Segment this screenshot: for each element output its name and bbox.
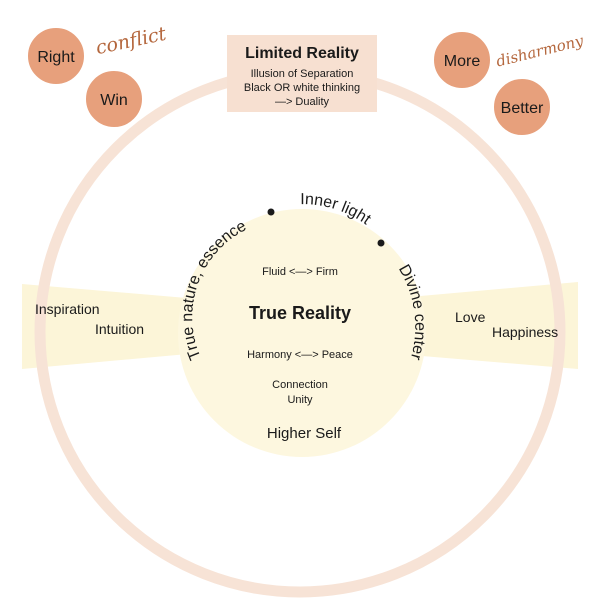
limited-reality-box — [227, 35, 377, 112]
bubble-right-label: Right — [37, 49, 75, 66]
bubble-more-label: More — [444, 53, 481, 70]
inspiration-label: Inspiration — [35, 301, 100, 317]
arc-separator-dot-right — [377, 239, 385, 247]
limited-reality-line-1: Illusion of Separation — [251, 68, 354, 80]
bubble-more: More — [432, 30, 492, 90]
harmony-peace-label: Harmony <—> Peace — [247, 349, 353, 361]
core-circle — [178, 209, 426, 457]
fluid-firm-label: Fluid <—> Firm — [262, 266, 338, 278]
right-band — [398, 282, 578, 369]
bubble-better: Better — [492, 77, 552, 137]
bubble-win-label: Win — [100, 92, 128, 109]
limited-reality-line-3: —> Duality — [275, 96, 330, 108]
unity-label: Unity — [287, 394, 313, 406]
bubble-win: Win — [84, 69, 144, 129]
conflict-word: conflict — [94, 23, 169, 59]
limited-reality-title: Limited Reality — [245, 45, 359, 62]
love-label: Love — [455, 309, 486, 325]
limited-reality-line-2: Black OR white thinking — [244, 82, 360, 94]
intuition-label: Intuition — [95, 321, 144, 337]
left-band — [22, 284, 210, 369]
happiness-label: Happiness — [492, 324, 558, 340]
bubble-better-label: Better — [501, 100, 544, 117]
arc-separator-dot-left — [267, 208, 275, 216]
bubble-right: Right — [26, 26, 86, 86]
disharmony-word: disharmony — [494, 31, 585, 70]
connection-label: Connection — [272, 379, 328, 391]
true-reality-title: True Reality — [249, 303, 351, 323]
higher-self-label: Higher Self — [267, 425, 342, 442]
